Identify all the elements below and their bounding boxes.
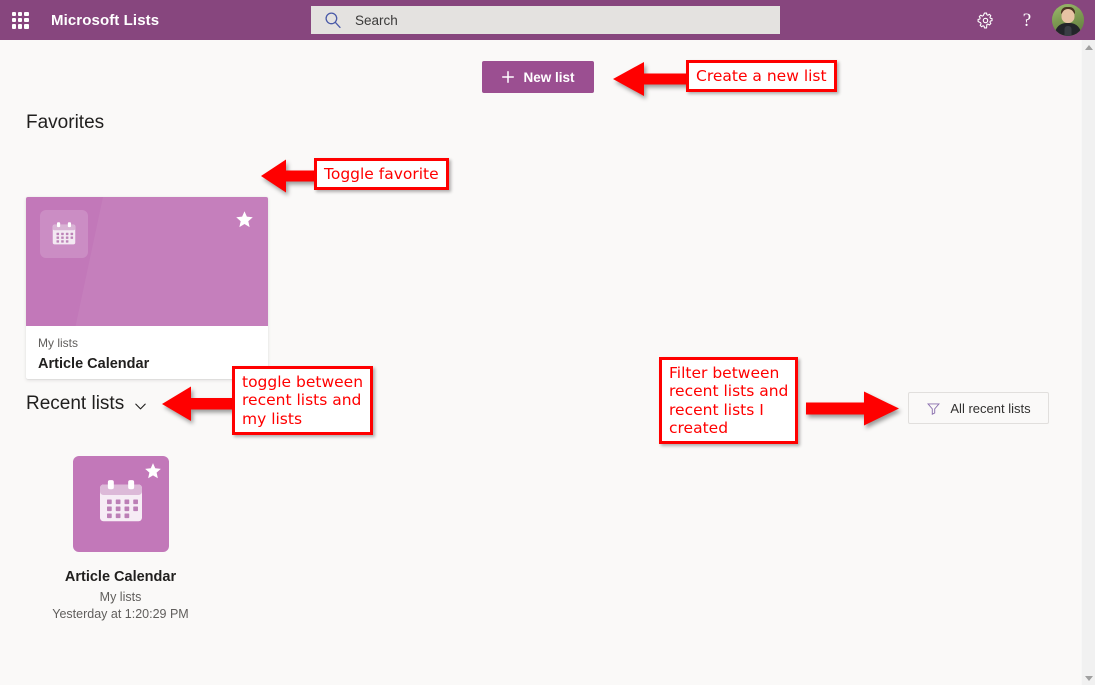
calendar-icon xyxy=(40,210,88,258)
recent-filter-label: All recent lists xyxy=(950,400,1031,416)
annotation-toggle-recent-my-lists: toggle between recent lists and my lists xyxy=(232,366,374,435)
scroll-down-icon[interactable] xyxy=(1082,671,1095,685)
avatar[interactable] xyxy=(1052,4,1084,36)
search-icon xyxy=(323,10,343,30)
favorite-star-icon[interactable] xyxy=(144,462,162,480)
plus-icon xyxy=(501,70,515,84)
annotation-arrow-create-new-list xyxy=(613,62,700,96)
new-list-button[interactable]: New list xyxy=(482,61,594,93)
favorites-heading: Favorites xyxy=(26,112,105,133)
chevron-down-icon xyxy=(133,399,148,414)
app-title[interactable]: Microsoft Lists xyxy=(51,11,160,29)
new-list-label: New list xyxy=(523,69,575,85)
recent-tile-source: My lists xyxy=(99,590,142,604)
gear-icon[interactable] xyxy=(964,0,1006,40)
annotation-arrow-toggle-recent-my-lists xyxy=(162,386,240,421)
favorite-card-meta: My lists Article Calendar xyxy=(26,326,268,372)
recent-list-tile[interactable]: Article Calendar My lists Yesterday at 1… xyxy=(32,456,209,621)
favorite-card-source: My lists xyxy=(38,336,78,350)
recent-tile-thumbnail xyxy=(72,456,169,552)
favorite-star-icon[interactable] xyxy=(235,210,254,229)
help-icon[interactable]: ? xyxy=(1006,0,1048,40)
recent-tile-name: Article Calendar xyxy=(64,569,177,585)
annotation-toggle-favorite: Toggle favorite xyxy=(314,158,449,191)
calendar-icon xyxy=(93,474,149,535)
search-input[interactable]: Search xyxy=(355,12,398,28)
app-launcher-icon[interactable] xyxy=(0,0,40,40)
annotation-create-new-list: Create a new list xyxy=(686,60,837,93)
recent-tile-timestamp: Yesterday at 1:20:29 PM xyxy=(52,607,189,621)
recent-lists-heading: Recent lists xyxy=(26,393,125,414)
recent-lists-toggle[interactable]: Recent lists xyxy=(26,393,148,415)
favorite-card[interactable]: My lists Article Calendar xyxy=(26,197,268,379)
favorite-card-thumbnail xyxy=(26,197,268,326)
main-content: New list Favorites xyxy=(0,40,1081,685)
filter-icon xyxy=(926,401,941,416)
search-box[interactable]: Search xyxy=(311,6,780,34)
annotation-filter-recent: Filter between recent lists and recent l… xyxy=(659,357,799,445)
favorite-card-name: Article Calendar xyxy=(38,356,150,372)
annotation-arrow-toggle-favorite xyxy=(261,159,326,193)
page-scrollbar[interactable] xyxy=(1081,40,1095,685)
help-glyph: ? xyxy=(1022,9,1032,31)
suite-actions: ? xyxy=(964,0,1089,40)
suite-header-bar: Microsoft Lists Search ? xyxy=(0,0,1095,40)
annotation-arrow-filter-recent xyxy=(806,391,899,426)
scroll-up-icon[interactable] xyxy=(1082,40,1095,54)
recent-filter-button[interactable]: All recent lists xyxy=(908,392,1049,424)
